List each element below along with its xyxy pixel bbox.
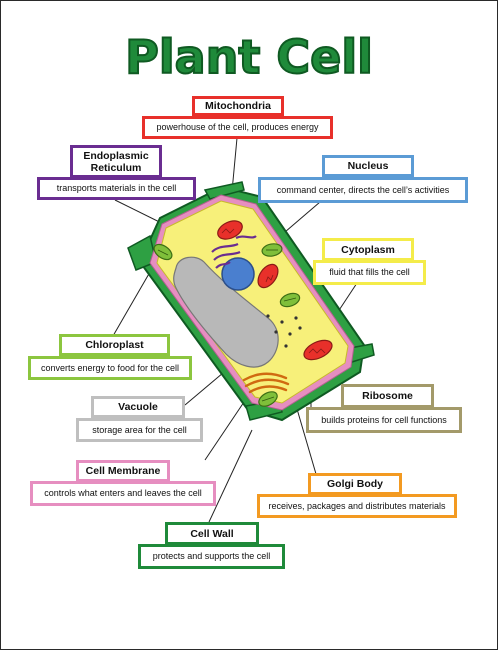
golgi-name: Golgi Body xyxy=(327,478,383,490)
chloroplast-desc: converts energy to food for the cell xyxy=(40,362,180,373)
mitochondria-desc-box: powerhouse of the cell, produces energy xyxy=(142,116,333,139)
cytoplasm-desc: fluid that fills the cell xyxy=(329,267,410,277)
ribosome-name: Ribosome xyxy=(362,390,413,402)
mitochondria-name: Mitochondria xyxy=(205,100,271,112)
golgi-shape xyxy=(242,372,290,394)
er-name-line2: Reticulum xyxy=(90,161,142,174)
chloroplast-name: Chloroplast xyxy=(85,339,144,351)
mitochondria-title-box: Mitochondria xyxy=(192,96,284,116)
leader-chloroplast xyxy=(112,271,151,337)
nucleus-name: Nucleus xyxy=(347,160,389,172)
mitochondria-desc: powerhouse of the cell, produces energy xyxy=(156,122,319,132)
golgi-title-box: Golgi Body xyxy=(308,473,402,495)
ribosome-title-box: Ribosome xyxy=(341,384,434,408)
cytoplasm-desc-box: fluid that fills the cell xyxy=(313,260,426,285)
cytoplasm-title-box: Cytoplasm xyxy=(322,238,414,261)
leader-cellwall xyxy=(208,429,253,523)
er-desc: transports materials in the cell xyxy=(56,183,177,193)
vacuole-desc-box: storage area for the cell xyxy=(76,418,203,442)
er-desc-box: transports materials in the cell xyxy=(37,177,196,200)
er-name-line1: Endoplasmic xyxy=(83,149,149,162)
chloroplast-desc-box: converts energy to food for the cell xyxy=(28,356,192,380)
leader-membrane xyxy=(204,401,245,461)
er-shape xyxy=(211,235,257,269)
membrane-desc: controls what enters and leaves the cell xyxy=(44,488,202,498)
cellwall-desc-box: protects and supports the cell xyxy=(138,544,285,569)
ribosome-desc-box: builds proteins for cell functions xyxy=(306,407,462,433)
membrane-title-box: Cell Membrane xyxy=(76,460,170,482)
nucleus-title-box: Nucleus xyxy=(322,155,414,177)
page-title: Plant Cell xyxy=(124,29,374,85)
cell-drawing xyxy=(127,181,375,422)
membrane-desc-box: controls what enters and leaves the cell xyxy=(30,481,216,506)
vacuole-shape xyxy=(173,256,279,368)
nucleus-shape xyxy=(221,257,255,291)
vacuole-title-box: Vacuole xyxy=(91,396,185,418)
ribosome-dots xyxy=(266,314,302,348)
cellwall-name: Cell Wall xyxy=(190,527,234,540)
ribosome-desc: builds proteins for cell functions xyxy=(321,414,447,425)
membrane-name: Cell Membrane xyxy=(85,465,161,477)
cellwall-title-box: Cell Wall xyxy=(165,522,259,545)
nucleus-desc: command center, directs the cell’s activ… xyxy=(276,184,450,195)
golgi-desc: receives, packages and distributes mater… xyxy=(268,500,446,511)
cell-wall-flange-top xyxy=(203,181,245,200)
cytoplasm-name: Cytoplasm xyxy=(341,243,395,256)
vacuole-desc: storage area for the cell xyxy=(92,424,187,435)
nucleus-desc-box: command center, directs the cell’s activ… xyxy=(258,177,468,203)
golgi-desc-box: receives, packages and distributes mater… xyxy=(257,494,457,518)
chloroplast-title-box: Chloroplast xyxy=(59,334,170,356)
cellwall-desc: protects and supports the cell xyxy=(152,551,271,561)
vacuole-name: Vacuole xyxy=(118,401,158,413)
mitochondria-shapes xyxy=(217,220,333,361)
er-title-box: Endoplasmic Reticulum xyxy=(70,145,162,178)
